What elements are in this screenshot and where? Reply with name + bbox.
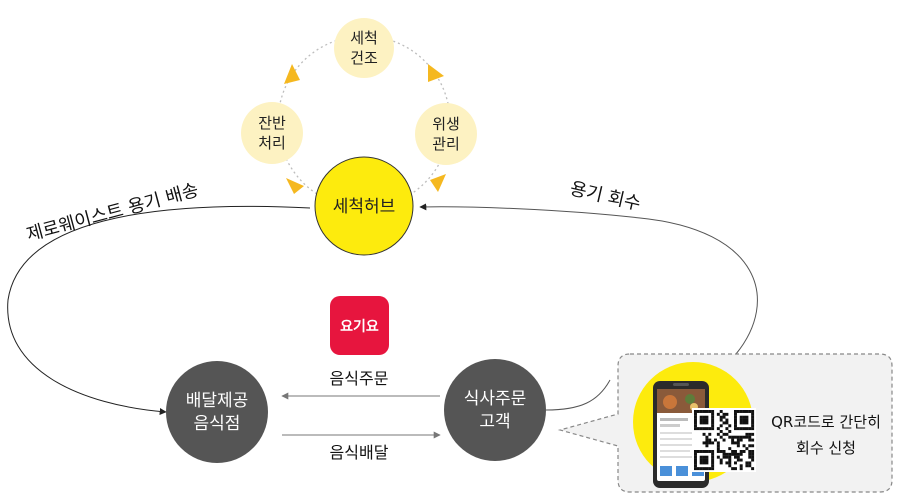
qr-code-icon [692, 408, 756, 472]
washing-hub [314, 156, 414, 256]
container-return-label: 용기 회수 [568, 178, 643, 215]
cycle-node-leftover-line1: 잔반 [258, 114, 286, 132]
smartphone-icon [653, 381, 709, 488]
cycle-arrow-left-bottom [286, 178, 304, 194]
restaurant-node-line2: 음식점 [194, 414, 241, 434]
customer-node-line1: 식사주문 [464, 389, 527, 409]
cycle-arrow-left-top [284, 64, 300, 84]
customer-to-callout-line [545, 379, 611, 411]
delivery-label: 음식배달 [330, 443, 389, 462]
cycle-arrow-top-right [428, 64, 444, 82]
cycle-node-drying-line2: 건조 [350, 49, 378, 67]
cycle-node-leftover [241, 102, 303, 164]
qr-callout-line2: 회수 신청 [796, 439, 856, 457]
cycle-node-leftover-line2: 처리 [258, 134, 286, 152]
qr-callout-line1: QR코드로 간단히 [771, 413, 881, 431]
zero-waste-delivery-label: 제로웨이스트 용기 배송 [24, 180, 200, 246]
yogiyo-logo-text: 요기요 [340, 319, 379, 335]
cycle-node-hygiene [415, 103, 477, 165]
container-return-curve [419, 203, 758, 355]
yogiyo-logo [330, 296, 389, 355]
customer-node-line2: 고객 [479, 412, 510, 432]
cycle-node-drying [334, 18, 394, 78]
zero-waste-delivery-curve [7, 205, 311, 415]
cycle-node-drying-line1: 세척 [350, 29, 378, 47]
order-label: 음식주문 [330, 369, 389, 388]
washing-hub-label: 세척허브 [333, 197, 396, 217]
cycle-node-hygiene-line2: 관리 [432, 135, 460, 153]
restaurant-node-line1: 배달제공 [186, 391, 249, 411]
restaurant-node [166, 361, 268, 463]
customer-node [444, 359, 546, 461]
cycle-arrow-right-bottom [430, 174, 446, 192]
cycle-node-hygiene-line1: 위생 [432, 115, 460, 133]
